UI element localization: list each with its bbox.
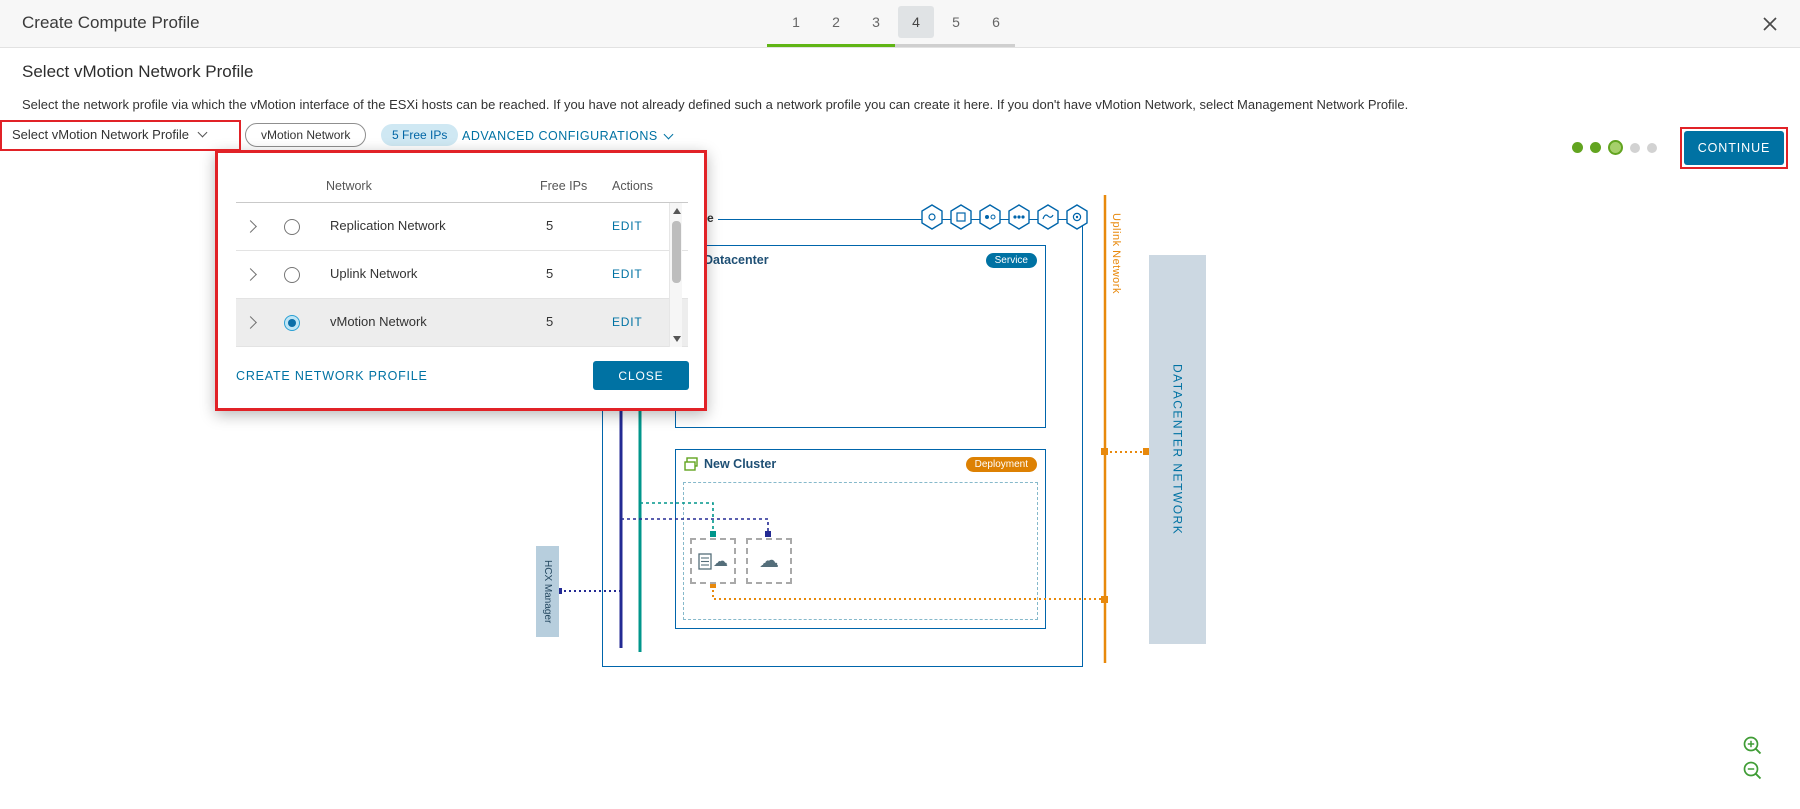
row-expand-chevron-icon[interactable] xyxy=(244,316,257,329)
service-hexagon-icon xyxy=(1037,204,1059,230)
datacenter-network-box: DATACENTER NETWORK xyxy=(1149,255,1206,644)
service-hexagon-icon xyxy=(979,204,1001,230)
edit-link[interactable]: EDIT xyxy=(612,267,643,281)
chevron-down-icon xyxy=(197,127,208,138)
scrollbar-thumb[interactable] xyxy=(672,221,681,283)
close-panel-button[interactable]: CLOSE xyxy=(593,361,689,390)
column-header-actions: Actions xyxy=(612,179,653,193)
hcx-manager-label: HCX Manager xyxy=(542,559,553,624)
vmotion-profile-select-label: Select vMotion Network Profile xyxy=(12,127,190,142)
network-profile-table: Network Free IPs Actions Replication Net… xyxy=(236,170,688,347)
service-hexagon-icon xyxy=(1066,204,1088,230)
step-4-active[interactable]: 4 xyxy=(898,6,934,38)
appliance-box-cloud: ☁ xyxy=(746,538,792,584)
page-title: Select vMotion Network Profile xyxy=(22,62,254,81)
step-5[interactable]: 5 xyxy=(952,14,960,30)
appliance-box-interconnect: ☁ xyxy=(690,538,736,584)
network-free-ips: 5 xyxy=(546,314,554,329)
cloud-icon: ☁ xyxy=(759,550,779,572)
cluster-label: New Cluster xyxy=(704,457,777,471)
row-expand-chevron-icon[interactable] xyxy=(244,268,257,281)
network-name: vMotion Network xyxy=(330,314,427,329)
canvas-pagination-dot[interactable] xyxy=(1590,142,1601,153)
progress-bar-completed xyxy=(767,44,895,47)
network-profile-dropdown-panel: Network Free IPs Actions Replication Net… xyxy=(215,150,707,411)
column-header-network: Network xyxy=(326,179,372,193)
service-hexagon-icon xyxy=(1008,204,1030,230)
canvas-pagination-dot-current[interactable] xyxy=(1608,140,1623,155)
datacenter-label: Datacenter xyxy=(704,253,769,267)
wizard-title: Create Compute Profile xyxy=(22,13,200,32)
edit-link[interactable]: EDIT xyxy=(612,315,643,329)
service-badge: Service xyxy=(985,253,1037,268)
step-6[interactable]: 6 xyxy=(992,14,1000,30)
cluster-icon xyxy=(684,457,698,471)
datacenter-box: Datacenter Service xyxy=(675,245,1046,428)
table-row-replication-network[interactable]: Replication Network 5 EDIT xyxy=(236,203,688,251)
table-scrollbar[interactable] xyxy=(669,203,682,347)
chevron-down-icon xyxy=(663,129,674,139)
wizard-header: Create Compute Profile 1 2 3 4 5 6 xyxy=(0,0,1800,48)
network-name: Uplink Network xyxy=(330,266,418,281)
network-name: Replication Network xyxy=(330,218,446,233)
network-radio-checked[interactable] xyxy=(284,315,300,331)
canvas-pagination-dot[interactable] xyxy=(1630,142,1640,153)
step-1[interactable]: 1 xyxy=(792,14,800,30)
continue-button[interactable]: CONTINUE xyxy=(1684,131,1784,165)
cloud-icon: ☁ xyxy=(713,552,728,570)
new-cluster-box: New Cluster Deployment xyxy=(675,449,1046,629)
step-indicator: 1 2 3 4 5 6 xyxy=(778,0,1018,44)
edit-link[interactable]: EDIT xyxy=(612,219,643,233)
datacenter-network-label: DATACENTER NETWORK xyxy=(1170,363,1185,536)
service-hexagon-icon xyxy=(950,204,972,230)
service-icons-row xyxy=(920,204,1089,230)
advanced-configurations-label: ADVANCED CONFIGURATIONS xyxy=(462,129,658,143)
step-2[interactable]: 2 xyxy=(832,14,840,30)
create-network-profile-link[interactable]: CREATE NETWORK PROFILE xyxy=(236,369,428,383)
selected-network-pill[interactable]: vMotion Network xyxy=(245,123,367,147)
deployment-badge: Deployment xyxy=(965,457,1037,472)
canvas-zoom-controls xyxy=(1742,735,1764,782)
close-icon[interactable] xyxy=(1760,14,1780,34)
scroll-down-icon[interactable] xyxy=(672,336,681,342)
site-boundary-box xyxy=(602,219,1083,667)
table-row-uplink-network[interactable]: Uplink Network 5 EDIT xyxy=(236,251,688,299)
server-icon xyxy=(698,552,712,570)
network-radio[interactable] xyxy=(284,267,300,283)
service-hexagon-icon xyxy=(921,204,943,230)
vmotion-profile-select[interactable]: Select vMotion Network Profile xyxy=(12,127,208,142)
canvas-pagination-dot[interactable] xyxy=(1647,142,1657,153)
zoom-in-icon[interactable] xyxy=(1742,735,1764,757)
hcx-manager-box: HCX Manager xyxy=(536,546,559,637)
step-3[interactable]: 3 xyxy=(872,14,880,30)
column-header-free-ips: Free IPs xyxy=(540,179,588,193)
uplink-network-label: Uplink Network xyxy=(1110,213,1122,294)
advanced-configurations-link[interactable]: ADVANCED CONFIGURATIONS xyxy=(462,129,674,143)
table-header-row: Network Free IPs Actions xyxy=(236,170,688,203)
cluster-inner-zone xyxy=(683,482,1038,620)
canvas-pagination xyxy=(1572,140,1657,155)
network-free-ips: 5 xyxy=(546,266,554,281)
table-row-vmotion-network-selected[interactable]: vMotion Network 5 EDIT xyxy=(236,299,688,347)
progress-bar-remaining xyxy=(895,44,1015,47)
canvas-pagination-dot[interactable] xyxy=(1572,142,1583,153)
scroll-up-icon[interactable] xyxy=(672,208,681,214)
row-expand-chevron-icon[interactable] xyxy=(244,220,257,233)
network-radio[interactable] xyxy=(284,219,300,235)
free-ips-badge: 5 Free IPs xyxy=(381,124,459,146)
zoom-out-icon[interactable] xyxy=(1742,760,1764,782)
network-free-ips: 5 xyxy=(546,218,554,233)
page-description: Select the network profile via which the… xyxy=(22,97,1409,112)
